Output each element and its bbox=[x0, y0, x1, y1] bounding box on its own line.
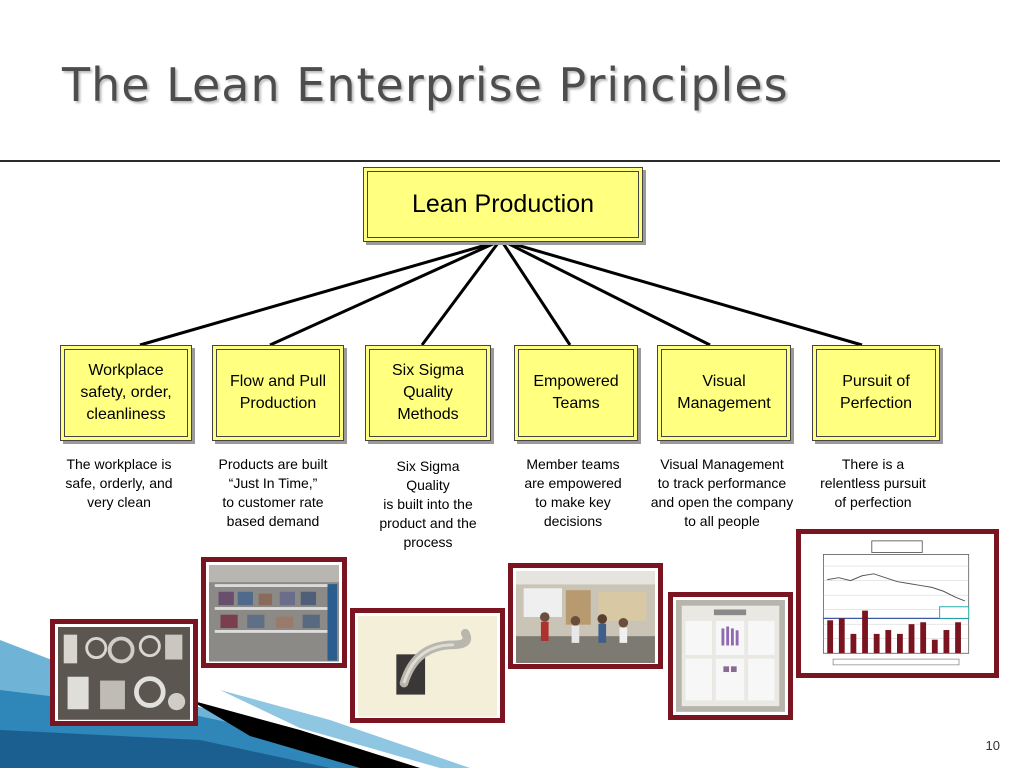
connector-line-3 bbox=[420, 242, 500, 346]
root-box-lean-production: Lean Production bbox=[363, 167, 643, 242]
photo-tools-shadow-board bbox=[50, 619, 198, 726]
principle-box-flow-pull: Flow and Pull Production bbox=[212, 345, 344, 441]
principle-label: Six Sigma Quality Methods bbox=[391, 362, 465, 423]
title-divider bbox=[0, 160, 1000, 162]
tools-image bbox=[58, 627, 190, 720]
principle-label: Empowered Teams bbox=[533, 373, 619, 412]
slide-title: The Lean Enterprise Principles bbox=[62, 58, 789, 112]
principle-box-visual-management: Visual Management bbox=[657, 345, 791, 441]
photo-storage-shelving bbox=[201, 557, 347, 668]
principle-label: Visual Management bbox=[677, 373, 771, 412]
team-room-image bbox=[516, 571, 655, 664]
performance-chart-image bbox=[804, 537, 991, 672]
visual-board-image bbox=[676, 600, 785, 712]
principle-description-six-sigma: Six Sigma Quality is built into the prod… bbox=[379, 458, 477, 550]
photo-performance-chart bbox=[796, 529, 999, 678]
photo-team-room bbox=[508, 563, 663, 669]
principle-label: Workplace safety, order, cleanliness bbox=[80, 362, 172, 423]
principle-description-pursuit-perfection: There is a relentless pursuit of perfect… bbox=[820, 456, 926, 510]
principle-description-empowered-teams: Member teams are empowered to make key d… bbox=[524, 456, 622, 529]
shelving-image bbox=[209, 565, 339, 662]
principle-box-empowered-teams: Empowered Teams bbox=[514, 345, 638, 441]
connector-line-4 bbox=[501, 242, 572, 346]
connector-line-6 bbox=[509, 241, 863, 347]
principle-description-workplace: The workplace is safe, orderly, and very… bbox=[65, 456, 173, 510]
principle-label: Flow and Pull Production bbox=[229, 373, 327, 412]
principle-description-flow-pull: Products are built “Just In Time,” to cu… bbox=[218, 456, 328, 529]
connector-line-5 bbox=[506, 241, 711, 347]
part-image bbox=[358, 616, 497, 717]
connector-line-2 bbox=[269, 241, 496, 347]
principle-box-six-sigma: Six Sigma Quality Methods bbox=[365, 345, 491, 441]
photo-machined-part bbox=[350, 608, 505, 723]
principle-box-workplace: Workplace safety, order, cleanliness bbox=[60, 345, 192, 441]
root-label: Lean Production bbox=[411, 190, 595, 218]
principle-box-pursuit-perfection: Pursuit of Perfection bbox=[812, 345, 940, 441]
connector-line-1 bbox=[139, 241, 494, 347]
principle-label: Pursuit of Perfection bbox=[839, 373, 913, 412]
photo-visual-board bbox=[668, 592, 793, 720]
page-number: 10 bbox=[985, 738, 1000, 753]
principle-description-visual-management: Visual Management to track performance a… bbox=[650, 456, 794, 529]
